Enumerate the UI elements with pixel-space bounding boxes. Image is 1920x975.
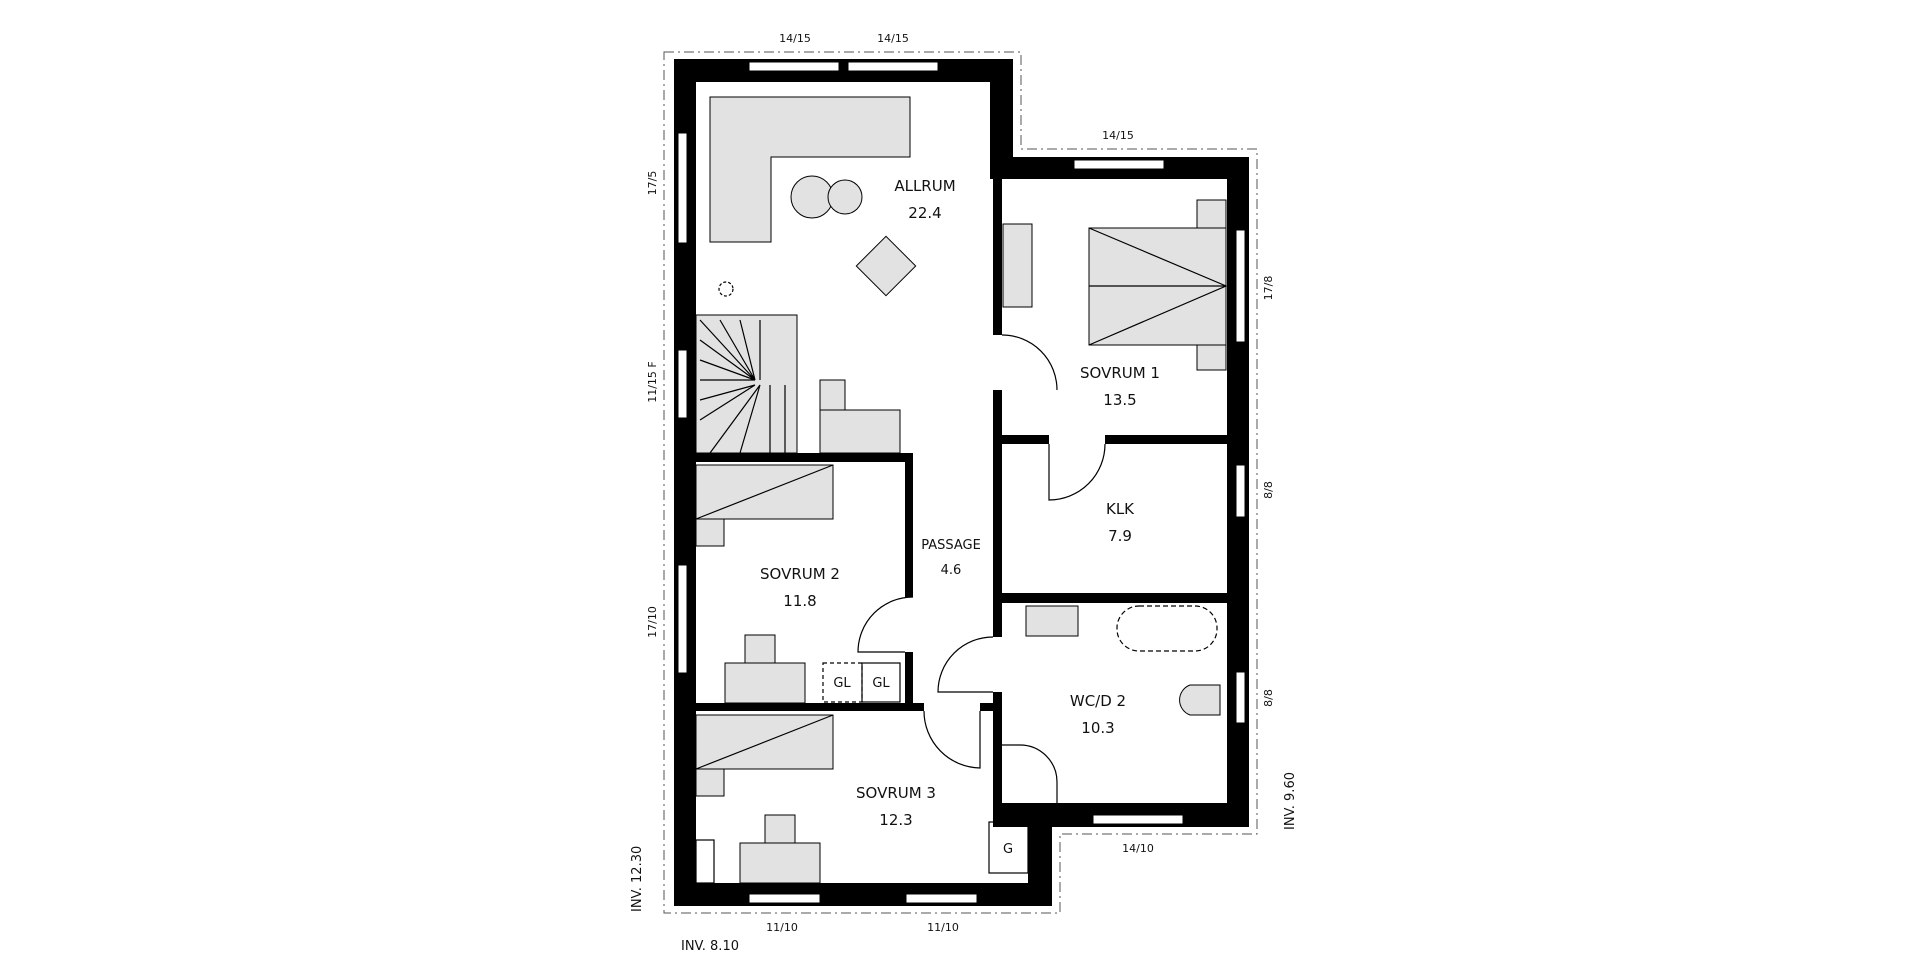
room-area: 10.3 [1081, 719, 1114, 737]
wardrobe [1002, 223, 1033, 308]
room-area: 13.5 [1103, 391, 1136, 409]
room-area: 4.6 [941, 563, 962, 578]
windows [677, 61, 1246, 904]
room-name: SOVRUM 3 [856, 784, 936, 802]
lamp [718, 281, 734, 297]
room-area: 7.9 [1108, 527, 1132, 545]
furniture [695, 96, 1228, 884]
sofa [709, 96, 911, 243]
window-label: 17/10 [646, 606, 659, 638]
window-label: 17/8 [1262, 276, 1275, 301]
fixture-gl: GL [833, 676, 851, 691]
room-area: 12.3 [879, 811, 912, 829]
sink [1025, 605, 1079, 637]
room-name: PASSAGE [921, 538, 981, 553]
window-label: 8/8 [1262, 689, 1275, 707]
room-area: 11.8 [783, 592, 816, 610]
ottoman [827, 179, 863, 215]
inv-left: INV. 12.30 [630, 846, 645, 912]
room-name: SOVRUM 2 [760, 565, 840, 583]
window-label: 14/15 [1102, 129, 1134, 142]
window-label: 11/15 F [646, 361, 659, 403]
door-swing [857, 334, 1106, 803]
coffee-table [855, 235, 917, 297]
fixture-g: G [1003, 842, 1013, 857]
window-label: 11/10 [766, 921, 798, 934]
room-labels: ALLRUM 22.4 SOVRUM 1 13.5 KLK 7.9 PASSAG… [760, 177, 1160, 829]
desk [819, 409, 901, 454]
room-area: 22.4 [908, 204, 941, 222]
window-label: 14/10 [1122, 842, 1154, 855]
dimensions: INV. 8.10 INV. 12.30 INV. 9.60 [630, 772, 1298, 954]
window-label: 17/5 [646, 171, 659, 196]
room-name: KLK [1106, 500, 1135, 518]
room-name: ALLRUM [894, 177, 955, 195]
window-label: 11/10 [927, 921, 959, 934]
inv-right: INV. 9.60 [1283, 772, 1298, 830]
fixtures: GL GL G [822, 662, 1029, 874]
window-labels: 14/15 14/15 14/15 17/5 11/15 F 17/10 17/… [646, 32, 1275, 934]
walls [674, 59, 1249, 906]
room-name: SOVRUM 1 [1080, 364, 1160, 382]
fixture-gl: GL [872, 676, 890, 691]
window-label: 14/15 [779, 32, 811, 45]
window-label: 14/15 [877, 32, 909, 45]
window-label: 8/8 [1262, 481, 1275, 499]
property-outline [663, 51, 1258, 914]
room-name: WC/D 2 [1070, 692, 1126, 710]
ottoman [790, 175, 834, 219]
bathtub [1116, 605, 1218, 652]
toilet [1179, 684, 1221, 716]
inv-bottom: INV. 8.10 [681, 939, 739, 954]
